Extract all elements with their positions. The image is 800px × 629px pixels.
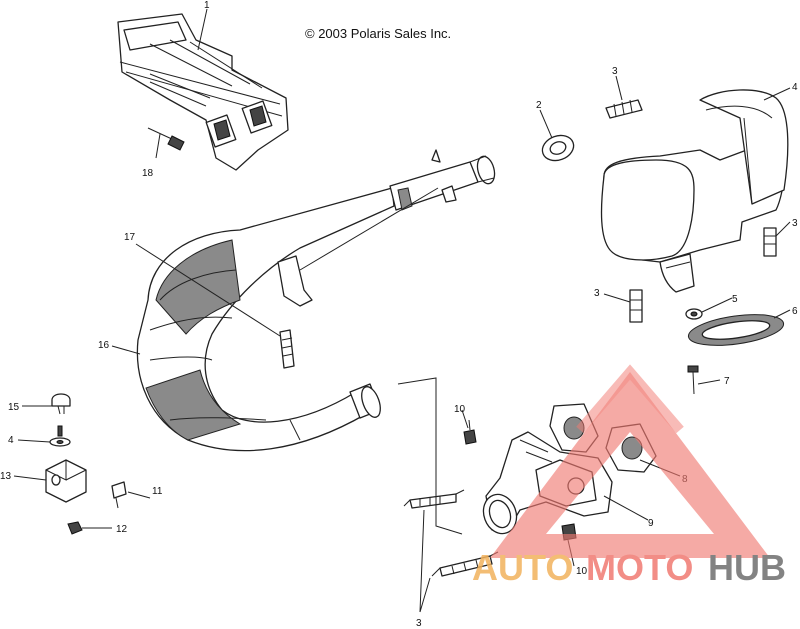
spring-3-bottom-a [403,489,465,509]
callout-1: 1 [204,0,210,11]
callout-7: 7 [724,376,730,387]
callout-3-bottom: 3 [416,618,422,629]
callout-3-mid: 3 [594,288,600,299]
callout-4-right: 4 [792,82,798,93]
automotohub-watermark: AUTO MOTO HUB [472,364,786,588]
callout-15: 15 [8,402,20,413]
nut-12 [67,521,83,535]
callout-9: 9 [648,518,654,529]
callout-16: 16 [98,340,110,351]
callout-10-a: 10 [454,404,466,415]
callout-5: 5 [732,294,738,305]
screw-11 [111,481,127,509]
callout-10-b: 10 [576,566,588,577]
callout-17: 17 [124,232,136,243]
grommet-2 [541,134,575,162]
spring-3-top [605,99,643,119]
silencer [600,89,789,293]
callout-12: 12 [116,524,128,535]
callout-3-top: 3 [612,66,618,77]
bolt-15 [51,393,71,415]
spring-17 [279,329,295,369]
callout-2: 2 [536,100,542,111]
watermark-hub: HUB [708,547,786,588]
washer-5 [685,308,703,320]
bolt-18 [147,127,185,151]
mounting-bracket [117,13,289,171]
watermark-auto: AUTO [472,547,573,588]
spring-3-right [763,227,777,257]
callout-6: 6 [792,306,798,317]
callout-11: 11 [152,486,163,497]
leader-lines [13,8,791,613]
spring-3-mid [629,289,643,323]
bolt-10-a [463,419,477,445]
expansion-chamber [136,149,496,452]
callout-3-right: 3 [792,218,798,229]
callout-4-left: 4 [8,435,14,446]
bolt-7 [687,365,699,395]
copyright-text: © 2003 Polaris Sales Inc. [305,26,451,41]
clamp-13 [45,459,87,503]
gasket-6 [687,314,785,346]
washer-14 [49,425,71,447]
callout-13: 13 [0,471,12,482]
watermark-moto: MOTO [586,547,693,588]
callout-18: 18 [142,168,154,179]
